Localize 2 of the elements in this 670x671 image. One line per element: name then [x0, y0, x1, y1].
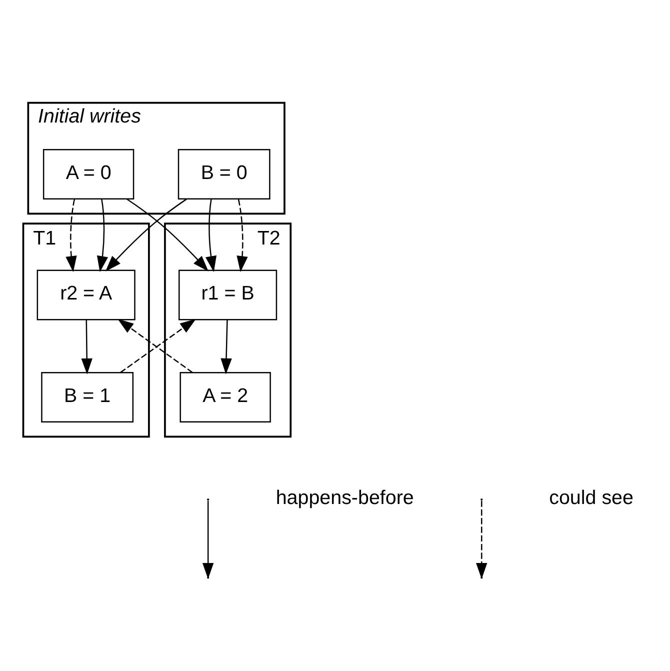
legend-label: happens-before	[276, 487, 414, 510]
legend-label: could see	[549, 487, 634, 510]
